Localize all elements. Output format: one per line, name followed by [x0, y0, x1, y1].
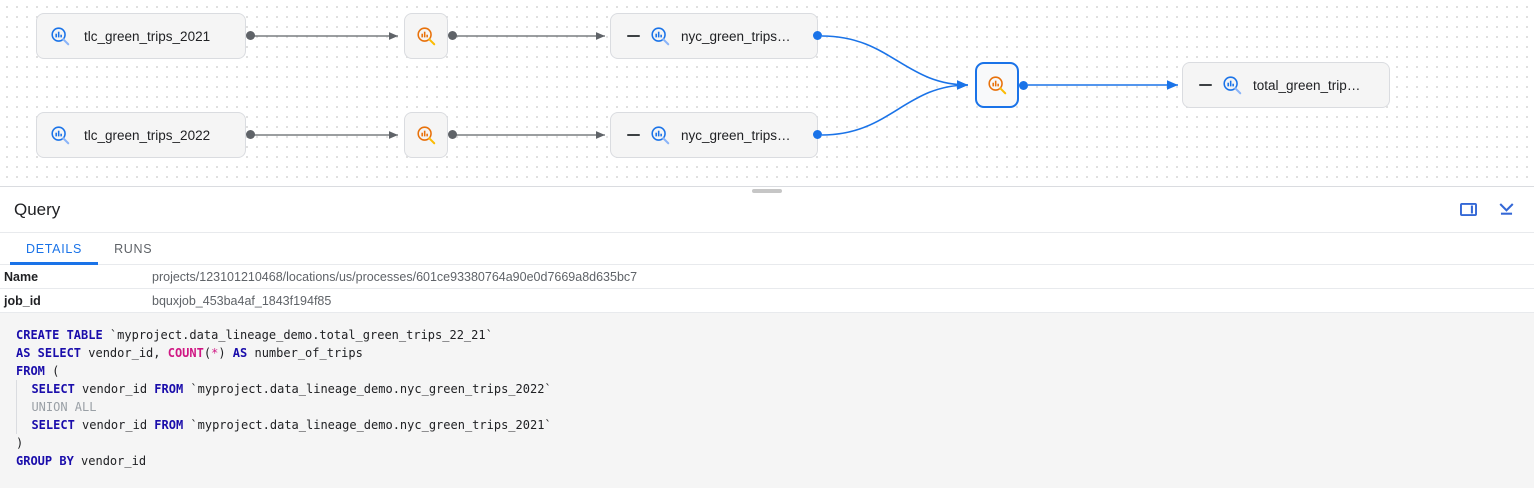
- detail-value: projects/123101210468/locations/us/proce…: [152, 269, 638, 284]
- tab-label: RUNS: [114, 241, 153, 256]
- lineage-node-process-1[interactable]: [404, 13, 448, 59]
- node-output-port[interactable]: [1019, 81, 1028, 90]
- lineage-node-label: tlc_green_trips_2022: [84, 127, 211, 143]
- details-table: Name projects/123101210468/locations/us/…: [0, 265, 1534, 313]
- process-search-icon-orange: [986, 74, 1008, 96]
- tab-runs[interactable]: RUNS: [98, 233, 168, 264]
- detail-key: job_id: [4, 293, 41, 308]
- lineage-node-tlc-green-trips-2021[interactable]: tlc_green_trips_2021: [36, 13, 246, 59]
- lineage-node-process-selected[interactable]: [975, 62, 1019, 108]
- query-panel-header: Query: [0, 187, 1534, 233]
- collapse-minus-icon[interactable]: [1195, 75, 1215, 95]
- table-row: job_id bquxjob_453ba4af_1843f194f85: [0, 289, 1534, 313]
- table-search-icon-blue: [49, 124, 71, 146]
- lineage-node-label: nyc_green_trips…: [681, 127, 791, 143]
- table-search-icon-blue: [649, 25, 671, 47]
- detail-value: bquxjob_453ba4af_1843f194f85: [152, 293, 332, 308]
- collapse-minus-icon[interactable]: [623, 26, 643, 46]
- node-output-port[interactable]: [246, 31, 255, 40]
- panel-divider: [0, 186, 1534, 193]
- lineage-node-label: total_green_trip…: [1253, 77, 1361, 93]
- lineage-node-total-green-trips[interactable]: total_green_trip…: [1182, 62, 1390, 108]
- node-output-port[interactable]: [448, 31, 457, 40]
- tab-label: DETAILS: [26, 241, 83, 256]
- node-output-port[interactable]: [448, 130, 457, 139]
- lineage-node-process-2[interactable]: [404, 112, 448, 158]
- lineage-graph-canvas[interactable]: tlc_green_trips_2021 tlc_green_trips_202…: [0, 0, 1534, 186]
- table-row: Name projects/123101210468/locations/us/…: [0, 265, 1534, 289]
- query-panel: Query DETAILS RUNS Name projects/1231012…: [0, 187, 1534, 488]
- sql-code-text: CREATE TABLE `myproject.data_lineage_dem…: [16, 328, 552, 468]
- sql-code-block[interactable]: CREATE TABLE `myproject.data_lineage_dem…: [0, 313, 1534, 488]
- side-panel-icon[interactable]: [1454, 196, 1482, 224]
- lineage-node-tlc-green-trips-2022[interactable]: tlc_green_trips_2022: [36, 112, 246, 158]
- lineage-node-nyc-green-trips-2021[interactable]: nyc_green_trips…: [610, 13, 818, 59]
- panel-resize-handle[interactable]: [752, 189, 782, 193]
- table-search-icon-blue: [1221, 74, 1243, 96]
- page-title: Query: [14, 199, 61, 219]
- lineage-node-label: nyc_green_trips…: [681, 28, 791, 44]
- process-search-icon-orange: [415, 25, 437, 47]
- node-output-port[interactable]: [813, 130, 822, 139]
- node-output-port[interactable]: [813, 31, 822, 40]
- tab-bar: DETAILS RUNS: [0, 233, 1534, 265]
- table-search-icon-blue: [649, 124, 671, 146]
- lineage-node-label: tlc_green_trips_2021: [84, 28, 211, 44]
- process-search-icon-orange: [415, 124, 437, 146]
- tab-details[interactable]: DETAILS: [10, 233, 99, 265]
- table-search-icon-blue: [49, 25, 71, 47]
- detail-key: Name: [4, 269, 39, 284]
- lineage-node-nyc-green-trips-2022[interactable]: nyc_green_trips…: [610, 112, 818, 158]
- node-output-port[interactable]: [246, 130, 255, 139]
- collapse-minus-icon[interactable]: [623, 125, 643, 145]
- collapse-down-icon[interactable]: [1492, 196, 1520, 224]
